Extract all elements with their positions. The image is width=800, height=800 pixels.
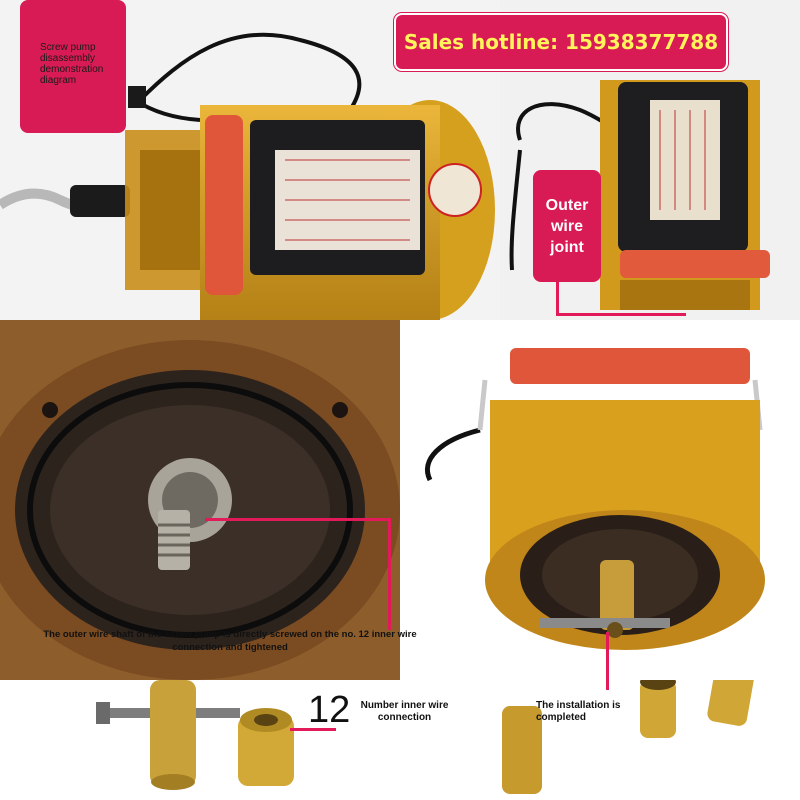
installed-connector-photo <box>400 320 800 680</box>
installation-pointer <box>606 632 609 690</box>
shaft-closeup-illustration <box>0 320 400 680</box>
inner-wire-pointer <box>290 728 336 731</box>
installation-done-caption: The installation is completed <box>536 700 621 723</box>
outer-joint-pointer-horizontal <box>556 313 686 316</box>
shaft-pointer-vertical <box>388 518 391 630</box>
demo-title-text: Screw pump disassembly demonstration dia… <box>40 42 104 86</box>
number-12-label: 12 <box>308 689 351 731</box>
outer-joint-pointer-vertical <box>556 282 559 316</box>
shaft-caption: The outer wire shaft of the screw pump i… <box>43 629 417 653</box>
installed-connector-illustration <box>400 320 800 680</box>
shaft-pointer-horizontal <box>205 518 390 521</box>
sales-hotline-banner: Sales hotline: 15938377788 <box>394 13 728 71</box>
sales-hotline-text: Sales hotline: 15938377788 <box>403 30 719 54</box>
outer-wire-joint-callout: Outer wire joint <box>533 170 601 282</box>
outer-wire-joint-text: Outer wire joint <box>545 196 589 256</box>
shaft-closeup-photo <box>0 320 400 680</box>
inner-wire-caption: Number inner wire connection <box>360 700 449 723</box>
parts-strip-photo <box>0 680 800 800</box>
parts-strip-illustration <box>0 680 800 800</box>
demo-title-callout: Screw pump disassembly demonstration dia… <box>20 0 126 133</box>
